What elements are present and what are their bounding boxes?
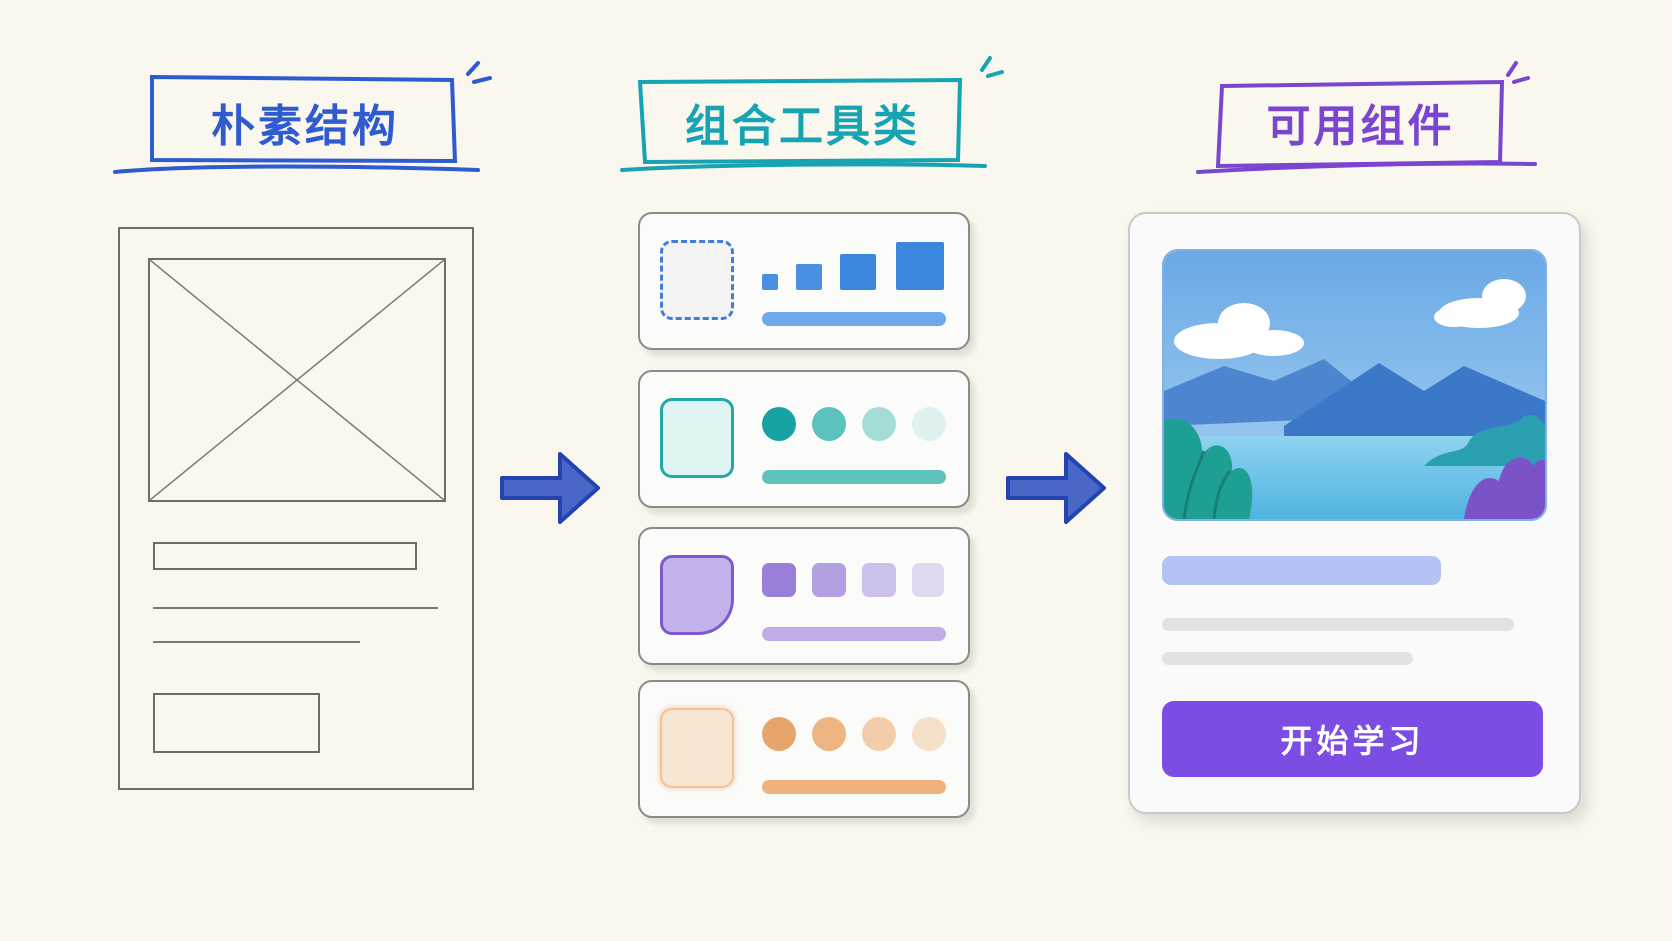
arrow-right-icon [1006,452,1106,524]
column-title-utility-classes: 组合工具类 [685,101,920,152]
text-line-placeholder [153,607,438,609]
column-title-usable-component: 可用组件 [1266,101,1455,152]
color-swatch-icon [660,398,734,478]
text-line-placeholder [153,641,360,643]
progress-track [762,312,946,326]
spacing-utility-card [638,212,970,350]
wireframe-card [118,227,474,790]
title-frame-3 [1196,61,1537,174]
title-placeholder [153,542,417,570]
tone-swatch-icon [660,708,734,788]
title-frame-2 [620,56,1004,172]
title-skeleton-bar [1162,556,1441,585]
progress-track [762,470,946,484]
button-placeholder [153,693,320,753]
radius-utility-card [638,527,970,665]
color-utility-card [638,370,970,508]
image-placeholder [148,258,446,502]
dashed-box-icon [660,240,734,320]
arrow-right-icon [500,452,600,524]
title-frame-1 [113,61,492,174]
radius-dots-icon [762,563,944,597]
tone-utility-card [638,680,970,818]
color-dots-icon [762,407,946,441]
landscape-image [1162,249,1547,521]
size-scale-icon [762,242,944,290]
column-title-plain-structure: 朴素结构 [211,101,399,152]
start-learning-button[interactable]: 开始学习 [1162,701,1543,777]
progress-track [762,780,946,794]
text-skeleton-line [1162,652,1413,665]
progress-track [762,627,946,641]
tone-dots-icon [762,717,946,751]
text-skeleton-line [1162,618,1514,631]
rounded-corner-icon [660,555,734,635]
